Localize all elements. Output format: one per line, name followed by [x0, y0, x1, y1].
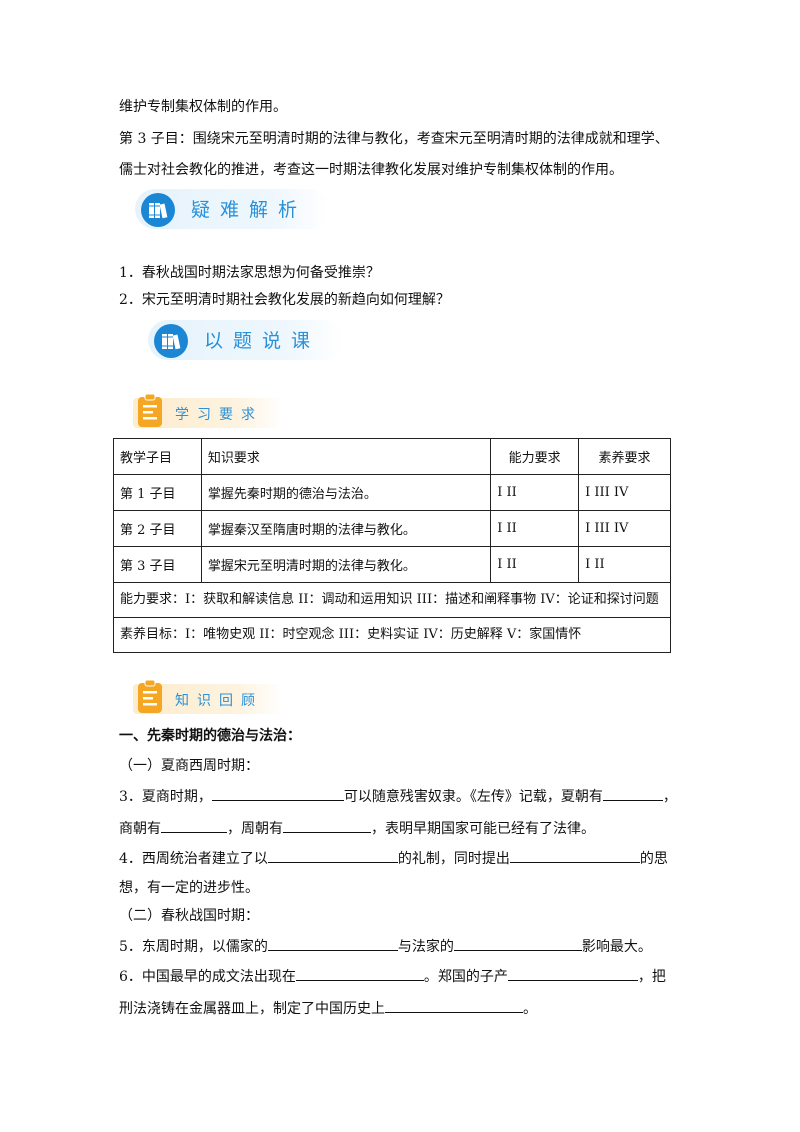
question-3-line-2: 商朝有 ，周朝有 ，表明早期国家可能已经有了法律。: [119, 818, 595, 839]
q3-text: ，: [662, 789, 677, 805]
intro-line-2: 第 3 子目：围绕宋元至明清时期的法律与教化，考查宋元至明清时期的法律成就和理学…: [119, 131, 669, 147]
q5-text: 与法家的: [397, 939, 454, 955]
question-6-line-2: 刑法浇铸在金属器皿上，制定了中国历史上 。: [119, 998, 537, 1019]
table-row: 第 2 子目 掌握秦汉至隋唐时期的法律与教化。 I II I III IV: [113, 510, 671, 547]
fill-blank[interactable]: [602, 786, 663, 801]
table-row: 第 1 子目 掌握先秦时期的德治与法治。 I II I III IV: [113, 474, 671, 511]
question-4-line-2: 想，有一定的进步性。: [119, 880, 259, 896]
fill-blank[interactable]: [283, 818, 371, 833]
difficulty-q2: 2．宋元至明清时期社会教化发展的新趋向如何理解？: [119, 292, 450, 308]
banner-difficulty: 疑难解析: [135, 189, 330, 229]
clipboard-icon: [137, 679, 163, 715]
table-cell: I III IV: [578, 510, 671, 547]
table-cell: I II: [490, 510, 580, 547]
banner-lesson: 以题说课: [148, 320, 343, 360]
table-header-cell: 能力要求: [490, 438, 580, 475]
table-header-cell: 知识要求: [200, 438, 492, 475]
table-header-row: 教学子目 知识要求 能力要求 素养要求: [113, 438, 671, 475]
table-row: 第 3 子目 掌握宋元至明清时期的法律与教化。 I II I II: [113, 546, 671, 583]
q6-text: 刑法浇铸在金属器皿上，制定了中国历史上: [119, 1001, 385, 1017]
question-4-line-1: 4．西周统治者建立了以 的礼制，同时提出 的思: [119, 848, 668, 869]
q3-text: ，周朝有: [227, 821, 283, 837]
table-header-cell: 素养要求: [578, 438, 671, 475]
requirements-table: 教学子目 知识要求 能力要求 素养要求 第 1 子目 掌握先秦时期的德治与法治。…: [113, 438, 671, 653]
table-cell: 第 1 子目: [113, 474, 202, 511]
q5-text: 影响最大。: [581, 939, 652, 955]
q5-text: 5．东周时期，以儒家的: [119, 939, 268, 955]
section-review: 知识回顾: [133, 679, 283, 714]
fill-blank[interactable]: [211, 786, 344, 801]
banner-lesson-title: 以题说课: [204, 330, 321, 352]
table-cell: 第 2 子目: [113, 510, 202, 547]
books-icon: [141, 193, 175, 227]
review-sub-2: （二）春秋战国时期：: [119, 908, 259, 924]
q6-text: 6．中国最早的成文法出现在: [119, 969, 296, 985]
difficulty-q1: 1．春秋战国时期法家思想为何备受推崇？: [119, 265, 380, 281]
table-cell: 掌握秦汉至隋唐时期的法律与教化。: [200, 510, 492, 547]
section-review-title: 知识回顾: [175, 693, 263, 709]
question-6-line-1: 6．中国最早的成文法出现在 。郑国的子产 ，把: [119, 966, 666, 987]
clipboard-icon: [137, 393, 163, 429]
fill-blank[interactable]: [267, 848, 398, 863]
q3-text: ，表明早期国家可能已经有了法律。: [371, 821, 595, 837]
banner-difficulty-title: 疑难解析: [191, 199, 308, 221]
ability-note: 能力要求：I：获取和解读信息 II：调动和运用知识 III：描述和阐释事物 IV…: [113, 582, 671, 618]
q3-text: 商朝有: [119, 821, 161, 837]
q6-text: 。郑国的子产: [423, 969, 508, 985]
fill-blank[interactable]: [453, 936, 582, 951]
table-note-row: 能力要求：I：获取和解读信息 II：调动和运用知识 III：描述和阐释事物 IV…: [113, 582, 671, 618]
section-requirements: 学习要求: [133, 393, 283, 428]
question-3-line-1: 3．夏商时期， 可以随意残害奴隶。《左传》记载，夏朝有 ，: [119, 786, 677, 807]
literacy-note: 素养目标：I：唯物史观 II：时空观念 III：史料实证 IV：历史解释 V：家…: [113, 617, 671, 653]
question-5: 5．东周时期，以儒家的 与法家的 影响最大。: [119, 936, 652, 957]
fill-blank[interactable]: [267, 936, 398, 951]
review-sub-1: （一）夏商西周时期：: [119, 758, 259, 774]
table-cell: 掌握宋元至明清时期的法律与教化。: [200, 546, 492, 583]
table-header-cell: 教学子目: [113, 438, 202, 475]
fill-blank[interactable]: [295, 966, 424, 981]
q3-text: 可以随意残害奴隶。《左传》记载，夏朝有: [343, 789, 603, 805]
q4-text: 的礼制，同时提出: [397, 851, 510, 867]
q4-text: 4．西周统治者建立了以: [119, 851, 268, 867]
fill-blank[interactable]: [507, 966, 638, 981]
q6-text: 。: [523, 1001, 537, 1017]
table-cell: I II: [490, 546, 580, 583]
table-note-row: 素养目标：I：唯物史观 II：时空观念 III：史料实证 IV：历史解释 V：家…: [113, 617, 671, 653]
q3-text: 3．夏商时期，: [119, 789, 212, 805]
fill-blank[interactable]: [161, 818, 227, 833]
review-heading: 一、先秦时期的德治与法治：: [119, 728, 301, 744]
table-cell: 第 3 子目: [113, 546, 202, 583]
books-icon: [154, 324, 188, 358]
intro-line-3: 儒士对社会教化的推进，考查这一时期法律教化发展对维护专制集权体制的作用。: [119, 162, 623, 178]
q4-text: 的思: [639, 851, 668, 867]
table-cell: I III IV: [578, 474, 671, 511]
fill-blank[interactable]: [509, 848, 640, 863]
table-cell: I II: [490, 474, 580, 511]
table-cell: I II: [578, 546, 671, 583]
section-requirements-title: 学习要求: [175, 407, 263, 423]
intro-line-1: 维护专制集权体制的作用。: [119, 99, 287, 115]
table-cell: 掌握先秦时期的德治与法治。: [200, 474, 492, 511]
fill-blank[interactable]: [385, 998, 523, 1013]
q6-text: ，把: [637, 969, 666, 985]
